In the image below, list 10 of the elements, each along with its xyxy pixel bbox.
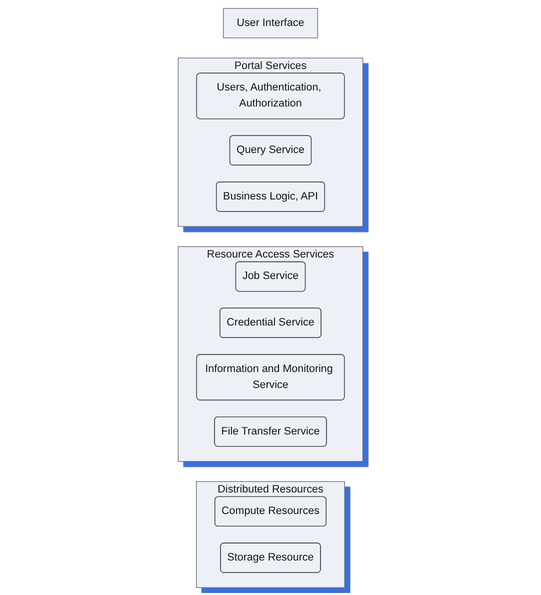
service-box: Credential Service bbox=[220, 307, 322, 338]
service-box: Query Service bbox=[229, 134, 312, 165]
service-box: Users, Authentication, Authorization bbox=[196, 72, 345, 119]
service-box: Compute Resources bbox=[214, 496, 326, 526]
service-box: Business Logic, API bbox=[216, 181, 325, 212]
service-box: User Interface bbox=[223, 8, 318, 38]
service-box: Storage Resource bbox=[220, 542, 321, 572]
service-box: Job Service bbox=[235, 260, 306, 292]
service-box: File Transfer Service bbox=[214, 416, 327, 446]
service-box: Information and Monitoring Service bbox=[196, 354, 345, 400]
